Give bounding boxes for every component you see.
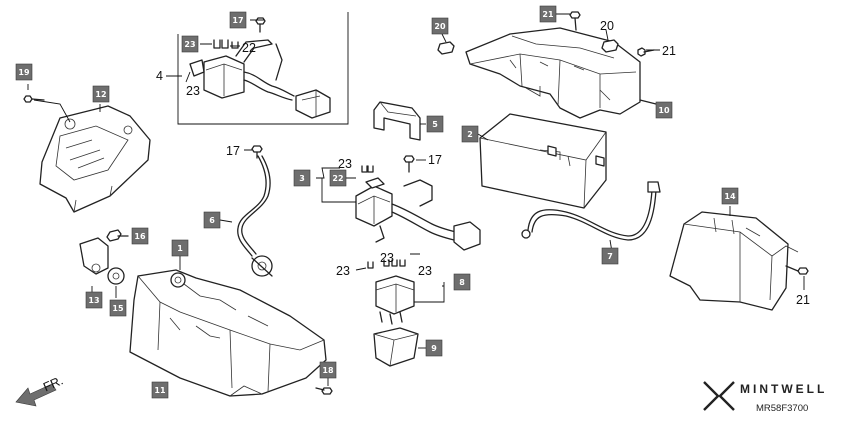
callout-9: 9 xyxy=(425,339,443,357)
callout-23e: 23 xyxy=(336,264,350,278)
part-2-battery xyxy=(479,113,607,209)
front-direction-label: FR. xyxy=(41,373,65,394)
part-12-cover xyxy=(39,105,151,213)
part-19-bolt xyxy=(23,95,45,103)
svg-text:22: 22 xyxy=(332,174,343,183)
part-8-relay xyxy=(375,275,415,325)
callout-20a: 20 xyxy=(431,17,449,35)
callout-11: 11 xyxy=(151,381,169,399)
svg-text:8: 8 xyxy=(459,278,465,287)
callout-6: 6 xyxy=(203,211,221,229)
svg-text:15: 15 xyxy=(112,304,124,313)
callout-22b: 22 xyxy=(329,169,347,187)
front-arrow-icon xyxy=(15,383,57,407)
part-17-bolt-a xyxy=(255,17,266,33)
part-17-bolt-b xyxy=(251,145,263,159)
svg-text:9: 9 xyxy=(431,344,437,353)
callout-3: 3 xyxy=(293,169,311,187)
part-20-clip-b xyxy=(601,39,619,53)
callout-21c: 21 xyxy=(796,293,810,307)
callout-1: 1 xyxy=(171,239,189,257)
svg-text:1: 1 xyxy=(177,244,183,253)
part-10-bracket xyxy=(465,27,657,119)
callout-22a: 22 xyxy=(242,41,256,55)
callout-19: 19 xyxy=(15,63,33,81)
svg-text:14: 14 xyxy=(724,192,736,201)
callout-8: 8 xyxy=(453,273,471,291)
callout-23f: 23 xyxy=(418,264,432,278)
callout-7: 7 xyxy=(601,247,619,265)
part-16-bolt xyxy=(106,229,129,242)
part-6-cable xyxy=(237,155,273,277)
svg-text:20: 20 xyxy=(434,22,446,31)
svg-text:12: 12 xyxy=(95,90,106,99)
part-13-bracket xyxy=(79,237,109,275)
callout-4: 4 xyxy=(156,69,163,83)
svg-text:2: 2 xyxy=(467,130,473,139)
callout-16: 16 xyxy=(131,227,149,245)
svg-text:16: 16 xyxy=(134,232,146,241)
svg-text:11: 11 xyxy=(154,386,166,395)
callout-17c: 17 xyxy=(428,153,442,167)
callout-2: 2 xyxy=(461,125,479,143)
part-21-bolt-c xyxy=(785,265,809,275)
callout-5: 5 xyxy=(426,115,444,133)
brand-name: MINTWELL xyxy=(740,382,827,396)
svg-text:23: 23 xyxy=(184,40,195,49)
diagram-code: MR58F3700 xyxy=(756,403,808,414)
part-21-bolt-b xyxy=(637,47,655,57)
part-3-sensor xyxy=(355,177,481,251)
svg-text:17: 17 xyxy=(232,16,243,25)
callout-23c: 23 xyxy=(338,157,352,171)
callout-23a: 23 xyxy=(181,35,199,53)
callout-13: 13 xyxy=(85,291,103,309)
svg-text:6: 6 xyxy=(209,216,215,225)
callout-23d: 23 xyxy=(380,251,394,265)
part-7-cable xyxy=(521,181,661,241)
svg-text:18: 18 xyxy=(322,366,334,375)
callout-17a: 17 xyxy=(229,11,247,29)
callout-17b: 17 xyxy=(226,144,240,158)
svg-text:19: 19 xyxy=(18,68,30,77)
part-20-clip-a xyxy=(437,41,455,55)
part-14-cover xyxy=(669,211,799,311)
mintwell-logo-icon xyxy=(703,381,735,411)
callout-21a: 21 xyxy=(539,5,557,23)
callout-10: 10 xyxy=(655,101,673,119)
callout-18: 18 xyxy=(319,361,337,379)
part-5-cover xyxy=(373,101,421,141)
part-15-grommet xyxy=(107,267,125,285)
part-23-clips-d xyxy=(367,259,406,269)
part-17-bolt-c xyxy=(403,155,415,173)
svg-text:3: 3 xyxy=(299,174,305,183)
part-22-clips-a xyxy=(213,39,239,49)
callout-15: 15 xyxy=(109,299,127,317)
svg-text:7: 7 xyxy=(607,252,613,261)
svg-text:13: 13 xyxy=(88,296,99,305)
part-11-tray xyxy=(129,269,327,397)
callout-20b: 20 xyxy=(600,19,614,33)
callout-23b: 23 xyxy=(186,84,200,98)
svg-text:5: 5 xyxy=(432,120,438,129)
svg-text:10: 10 xyxy=(658,106,670,115)
callout-12: 12 xyxy=(92,85,110,103)
part-18-bolt xyxy=(315,387,333,395)
part-9-cap xyxy=(373,327,419,367)
callout-14: 14 xyxy=(721,187,739,205)
callout-21b: 21 xyxy=(662,44,676,58)
inset-frame xyxy=(177,12,349,125)
part-4-sensor xyxy=(189,39,331,119)
part-21-bolt-a xyxy=(569,11,581,31)
part-23-clips-c xyxy=(361,165,374,173)
svg-text:21: 21 xyxy=(542,10,554,19)
